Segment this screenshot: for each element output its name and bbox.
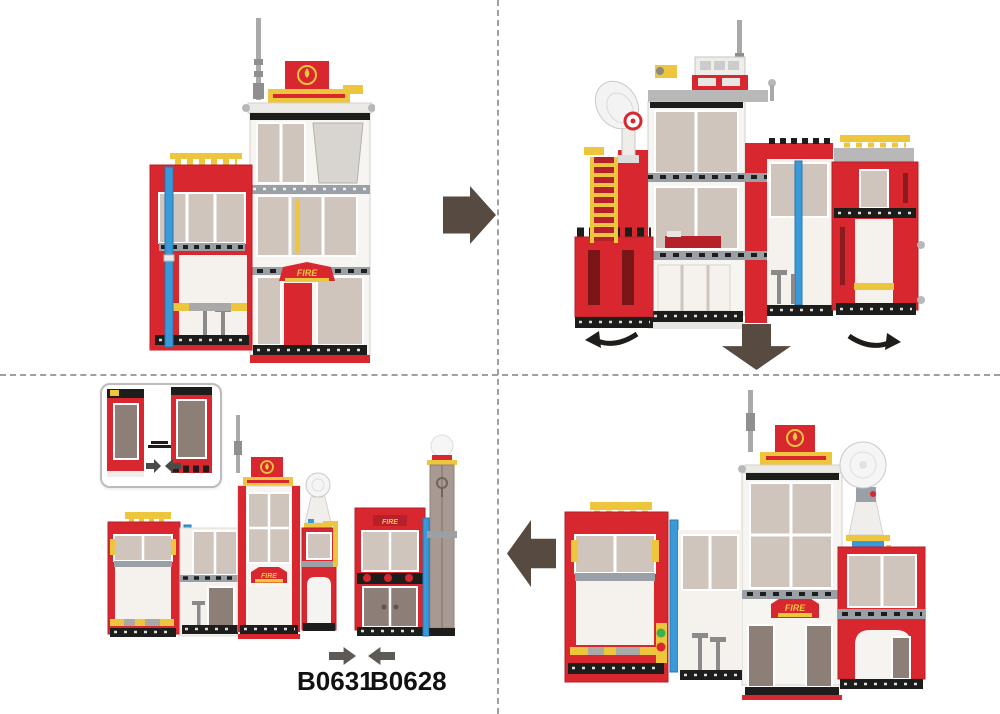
flame-sign: [285, 61, 329, 89]
ladder-icon: [584, 147, 618, 243]
arrow-left-icon: [507, 520, 556, 587]
building-step2-opened: [574, 20, 925, 329]
middle-section: [678, 530, 742, 680]
antenna-icon: [253, 18, 264, 100]
tower-step2: [647, 101, 767, 329]
satellite-dish-icon: [594, 80, 643, 163]
svg-text:FIRE: FIRE: [261, 573, 277, 580]
building-step3-joined: FIRE: [564, 390, 926, 700]
connector-icon: [148, 441, 171, 448]
small-arrow-right-icon: [329, 647, 356, 665]
curved-arrow-right-icon: [847, 333, 901, 350]
side-building-step1: [149, 153, 253, 351]
boom-pipe: [110, 619, 174, 626]
svg-text:FIRE: FIRE: [382, 519, 398, 526]
tools-icon: [692, 633, 726, 671]
tools-icon: [192, 601, 205, 633]
flame-sign: [251, 457, 283, 477]
bed-icon: [665, 231, 721, 248]
antenna-icon: [746, 390, 755, 452]
right-wing: [831, 135, 925, 315]
hose-hook: [436, 477, 448, 497]
garage-building: [564, 502, 669, 683]
svg-text:FIRE: FIRE: [297, 268, 318, 278]
right-wall-fragment: [171, 387, 212, 473]
elbow-pipe: [323, 521, 338, 567]
right-annex: [837, 546, 926, 689]
boom-pipe: [570, 647, 658, 655]
tower-step1-lower: FIRE: [250, 262, 370, 363]
antenna-icon: [234, 415, 242, 473]
connection-detail-drawing: [107, 387, 212, 477]
fire-sign: FIRE: [251, 567, 287, 583]
fire-pole: [669, 519, 679, 673]
fire-sign-small: FIRE: [373, 515, 407, 526]
building-step4-final: FIRE: [107, 415, 457, 639]
left-wall-fragment: [107, 389, 144, 477]
right-annex: FIRE: [354, 507, 426, 636]
fire-pole: [422, 517, 430, 637]
winch-icon: [655, 65, 677, 78]
central-tower: FIRE: [234, 415, 301, 639]
flame-sign: [775, 425, 815, 452]
arrow-right-icon: [443, 186, 496, 244]
connection-detail-inset: [100, 383, 222, 488]
joining-arrows-icon: [146, 459, 181, 473]
fire-pole: [163, 166, 175, 348]
fire-sign: FIRE: [771, 597, 819, 618]
garage-building: [107, 512, 181, 637]
middle-section: [179, 527, 239, 637]
control-buttons: [656, 623, 667, 663]
roof-deck: [648, 56, 776, 102]
vertical-dashed-divider: [497, 0, 499, 714]
curved-arrow-left-icon: [585, 331, 639, 348]
right-inner-wall: [767, 138, 833, 316]
tower-step3: FIRE: [741, 472, 843, 700]
set-label-b0628: B0628: [370, 666, 447, 696]
tools-icon: [771, 270, 795, 304]
set-label-b0631: B0631: [297, 666, 374, 696]
left-wing: [574, 150, 654, 328]
fire-sign: FIRE: [279, 262, 335, 282]
boom-pipe: [173, 303, 247, 311]
svg-text:FIRE: FIRE: [785, 603, 806, 613]
dish-tower: [301, 472, 338, 631]
horizontal-dashed-divider: [0, 374, 1000, 376]
building-step1-folded: FIRE: [149, 18, 375, 363]
small-arrow-left-icon: [368, 647, 395, 665]
hose-tower: [427, 434, 457, 636]
